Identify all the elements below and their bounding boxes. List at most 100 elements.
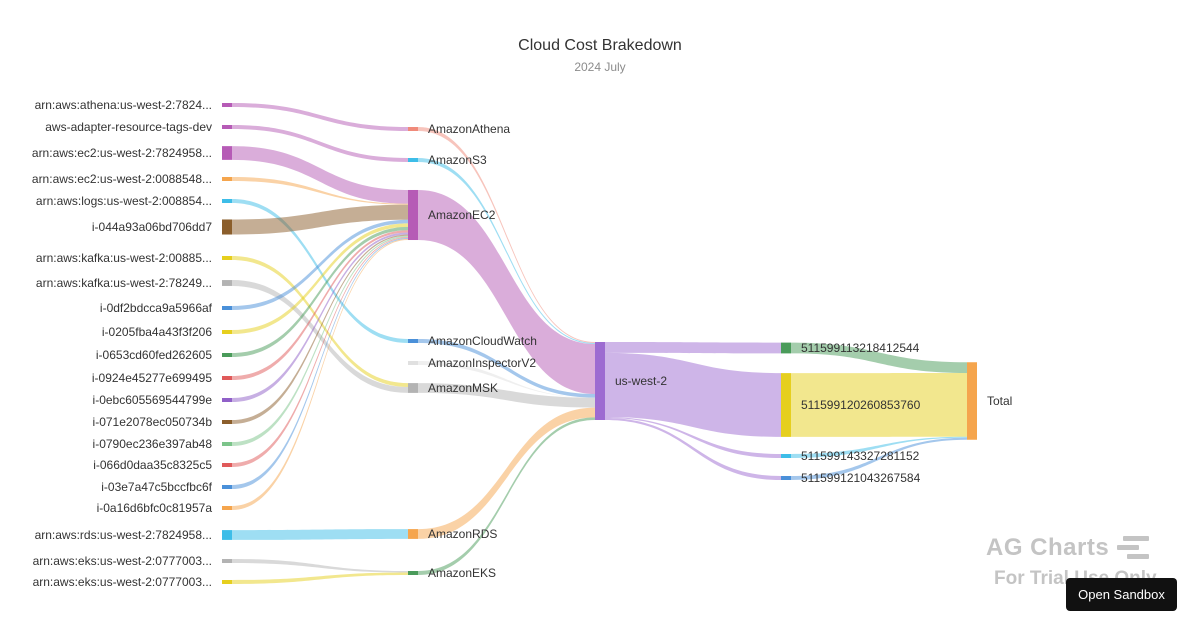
sankey-label-i0ebc: i-0ebc605569544799e — [93, 393, 213, 407]
sankey-node-acct4[interactable] — [781, 476, 791, 480]
sankey-label-i044: i-044a93a06bd706dd7 — [92, 220, 212, 234]
sankey-label-eks2: arn:aws:eks:us-west-2:0777003... — [33, 575, 212, 589]
sankey-link-ec2_arn1-to-AmazonEC2[interactable] — [232, 146, 408, 204]
sankey-link-i0790-to-AmazonEC2[interactable] — [232, 235, 408, 446]
sankey-node-tags_dev[interactable] — [222, 125, 232, 129]
sankey-node-kafka2[interactable] — [222, 280, 232, 286]
sankey-link-i0ebc-to-AmazonEC2[interactable] — [232, 232, 408, 402]
sankey-link-i0a16-to-AmazonEC2[interactable] — [232, 239, 408, 511]
sankey-node-i0924[interactable] — [222, 376, 232, 380]
sankey-link-AmazonInspectorV2-to-us-west-2[interactable] — [418, 361, 595, 398]
sankey-node-eks1[interactable] — [222, 559, 232, 563]
sankey-labels: arn:aws:athena:us-west-2:7824...aws-adap… — [32, 98, 1012, 589]
sankey-link-kafka2-to-AmazonMSK[interactable] — [232, 280, 408, 393]
sankey-link-acct2-to-Total[interactable] — [791, 373, 967, 437]
sankey-node-ec2_arn1[interactable] — [222, 146, 232, 160]
sankey-node-i071e[interactable] — [222, 420, 232, 424]
sankey-node-i0205[interactable] — [222, 330, 232, 334]
sankey-link-rds_arn-to-AmazonRDS[interactable] — [232, 529, 408, 540]
sankey-label-i0653: i-0653cd60fed262605 — [96, 348, 212, 362]
sankey-node-i0df[interactable] — [222, 306, 232, 310]
sankey-link-us-west-2-to-acct3[interactable] — [605, 417, 781, 458]
sankey-link-i044-to-AmazonEC2[interactable] — [232, 204, 408, 235]
sankey-label-rds_arn: arn:aws:rds:us-west-2:7824958... — [35, 528, 212, 542]
sankey-link-acct3-to-Total[interactable] — [791, 436, 967, 458]
sankey-label-i0790: i-0790ec236e397ab48 — [93, 437, 213, 451]
sankey-node-logs_arn[interactable] — [222, 199, 232, 203]
sankey-label-acct3: 511599143327281152 — [801, 449, 920, 463]
sankey-label-i0205: i-0205fba4a43f3f206 — [102, 325, 212, 339]
sankey-link-AmazonAthena-to-us-west-2[interactable] — [418, 127, 595, 343]
sankey-label-acct1: 511599113218412544 — [801, 341, 920, 355]
sankey-node-Total[interactable] — [967, 362, 977, 440]
sankey-node-i066d[interactable] — [222, 463, 232, 467]
sankey-link-i066d-to-AmazonEC2[interactable] — [232, 237, 408, 467]
sankey-link-us-west-2-to-acct1[interactable] — [605, 342, 781, 354]
sankey-label-AmazonCloudWatch: AmazonCloudWatch — [428, 334, 537, 348]
sankey-node-AmazonMSK[interactable] — [408, 383, 418, 393]
sankey-node-AmazonCloudWatch[interactable] — [408, 339, 418, 343]
sankey-label-AmazonEC2: AmazonEC2 — [428, 208, 496, 222]
sankey-link-eks1-to-AmazonEKS[interactable] — [232, 559, 408, 573]
sankey-link-ec2_arn2-to-AmazonEC2[interactable] — [232, 177, 408, 205]
sankey-node-i0a16[interactable] — [222, 506, 232, 510]
sankey-link-AmazonEC2-to-us-west-2[interactable] — [418, 189, 595, 394]
sankey-node-i03e7[interactable] — [222, 485, 232, 489]
sankey-node-i0653[interactable] — [222, 353, 232, 357]
sankey-node-rds_arn[interactable] — [222, 530, 232, 540]
sankey-node-AmazonRDS[interactable] — [408, 529, 418, 539]
sankey-node-ec2_arn2[interactable] — [222, 177, 232, 181]
sankey-link-AmazonRDS-to-us-west-2[interactable] — [418, 407, 595, 539]
sankey-link-acct4-to-Total[interactable] — [791, 437, 967, 480]
sankey-label-AmazonRDS: AmazonRDS — [428, 527, 497, 541]
sankey-node-us-west-2[interactable] — [595, 342, 605, 420]
sankey-link-AmazonMSK-to-us-west-2[interactable] — [418, 383, 595, 408]
sankey-label-us-west-2: us-west-2 — [615, 374, 667, 388]
sankey-link-AmazonCloudWatch-to-us-west-2[interactable] — [418, 339, 595, 398]
sankey-node-AmazonInspectorV2[interactable] — [408, 361, 418, 365]
chart-subtitle: 2024 July — [574, 60, 625, 74]
sankey-label-acct4: 511599121043267584 — [801, 471, 921, 485]
sankey-label-i0df: i-0df2bdcca9a5966af — [100, 301, 213, 315]
sankey-link-acct1-to-Total[interactable] — [791, 342, 967, 374]
sankey-node-AmazonAthena[interactable] — [408, 127, 418, 131]
sankey-nodes — [222, 103, 977, 584]
sankey-label-ec2_arn2: arn:aws:ec2:us-west-2:0088548... — [32, 172, 212, 186]
sankey-node-acct1[interactable] — [781, 342, 791, 354]
sankey-link-us-west-2-to-acct4[interactable] — [605, 418, 781, 480]
sankey-node-kafka1[interactable] — [222, 256, 232, 260]
sankey-node-AmazonS3[interactable] — [408, 158, 418, 162]
sankey-link-AmazonS3-to-us-west-2[interactable] — [418, 158, 595, 344]
sankey-node-eks2[interactable] — [222, 580, 232, 584]
sankey-node-AmazonEC2[interactable] — [408, 189, 418, 241]
sankey-link-logs_arn-to-AmazonCloudWatch[interactable] — [232, 199, 408, 343]
sankey-link-tags_dev-to-AmazonS3[interactable] — [232, 125, 408, 162]
sankey-label-kafka2: arn:aws:kafka:us-west-2:78249... — [36, 276, 212, 290]
open-sandbox-button[interactable]: Open Sandbox — [1066, 578, 1177, 611]
sankey-label-AmazonInspectorV2: AmazonInspectorV2 — [428, 356, 536, 370]
sankey-link-i0df-to-AmazonEC2[interactable] — [232, 219, 408, 310]
sankey-link-i0924-to-AmazonEC2[interactable] — [232, 230, 408, 380]
sankey-link-athena_arn-to-AmazonAthena[interactable] — [232, 103, 408, 131]
sankey-label-i0a16: i-0a16d6bfc0c81957a — [97, 501, 213, 515]
sankey-link-eks2-to-AmazonEKS[interactable] — [232, 572, 408, 585]
sankey-node-i044[interactable] — [222, 219, 232, 235]
sankey-label-AmazonEKS: AmazonEKS — [428, 566, 496, 580]
sankey-link-i03e7-to-AmazonEC2[interactable] — [232, 238, 408, 489]
sankey-link-i071e-to-AmazonEC2[interactable] — [232, 234, 408, 424]
sankey-label-logs_arn: arn:aws:logs:us-west-2:008854... — [36, 194, 212, 208]
sankey-label-i071e: i-071e2078ec050734b — [93, 415, 213, 429]
sankey-node-i0790[interactable] — [222, 442, 232, 446]
sankey-node-AmazonEKS[interactable] — [408, 571, 418, 575]
sankey-node-i0ebc[interactable] — [222, 398, 232, 402]
sankey-link-kafka1-to-AmazonMSK[interactable] — [232, 256, 408, 388]
sankey-link-AmazonEKS-to-us-west-2[interactable] — [418, 417, 595, 575]
sankey-label-AmazonS3: AmazonS3 — [428, 153, 487, 167]
sankey-link-us-west-2-to-acct2[interactable] — [605, 352, 781, 437]
sankey-node-acct3[interactable] — [781, 454, 791, 458]
sankey-link-i0205-to-AmazonEC2[interactable] — [232, 223, 408, 334]
sankey-node-athena_arn[interactable] — [222, 103, 232, 107]
sankey-link-i0653-to-AmazonEC2[interactable] — [232, 226, 408, 357]
sankey-node-acct2[interactable] — [781, 373, 791, 437]
